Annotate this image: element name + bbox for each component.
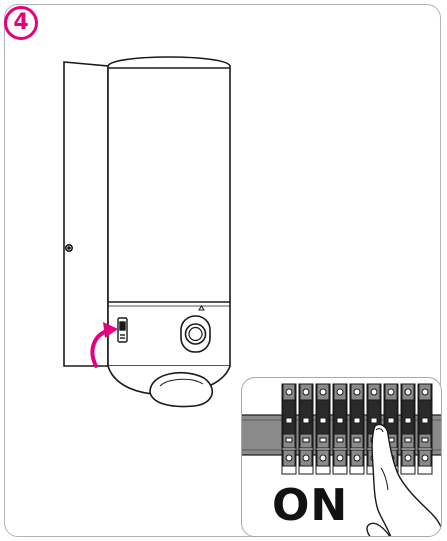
breaker-panel-inset: ON xyxy=(241,377,442,537)
mounting-bracket xyxy=(64,62,108,366)
power-switch xyxy=(118,318,127,342)
breaker-modules xyxy=(282,384,432,474)
switch-state-label: ON xyxy=(272,484,348,528)
motion-sensor-dome xyxy=(108,366,230,406)
